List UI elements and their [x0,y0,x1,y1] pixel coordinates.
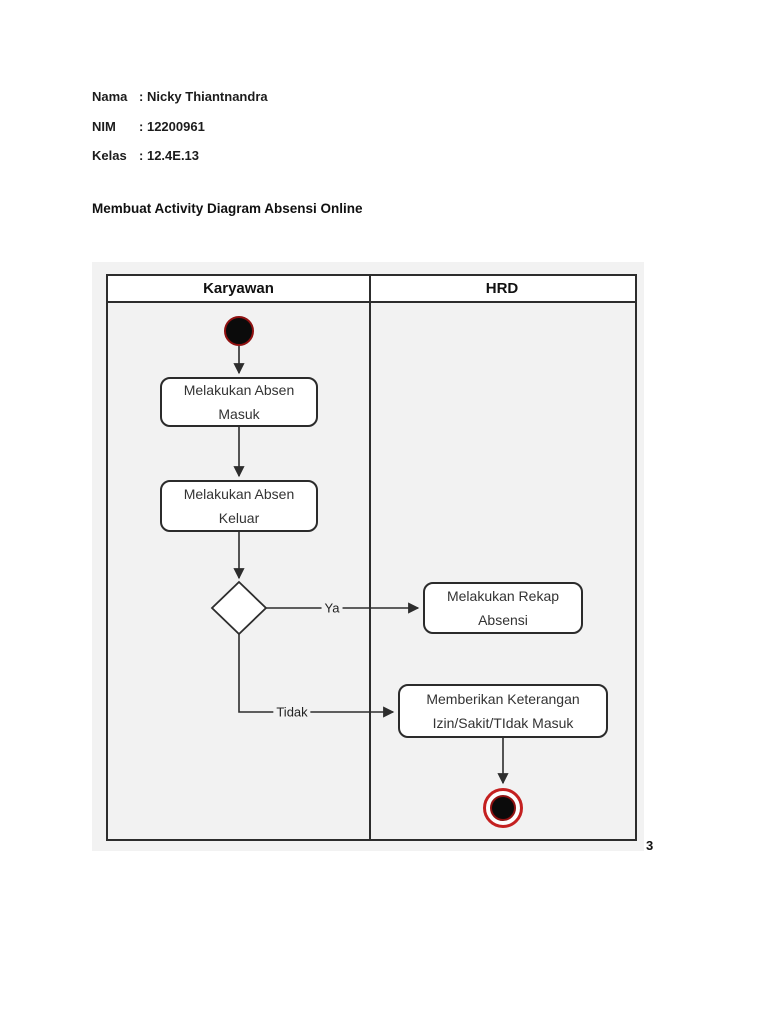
edge-label-tidak: Tidak [273,704,311,720]
field-colon: : [139,119,144,134]
activity-diagram-canvas: Karyawan HRD Melakukan Absen Masu [92,262,644,851]
field-value: 12200961 [146,119,205,134]
lane-header-row: Karyawan HRD [108,276,635,303]
student-row-kelas: Kelas: 12.4E.13 [92,148,199,163]
student-row-nama: Nama: Nicky Thiantnandra [92,89,268,104]
end-node-core [490,795,516,821]
field-colon: : [139,89,144,104]
field-label: Nama [92,89,128,104]
field-colon: : [139,148,144,163]
edge-tidak-to-keterangan [238,634,395,718]
activity-absen-keluar: Melakukan Absen Keluar [160,480,318,532]
field-label: Kelas [92,148,127,163]
document-title: Membuat Activity Diagram Absensi Online [92,201,363,216]
student-row-nim: NIM: 12200961 [92,119,205,134]
field-label: NIM [92,119,116,134]
activity-rekap-absensi: Melakukan Rekap Absensi [423,582,583,634]
edge-label-ya: Ya [321,600,343,616]
lane-header-hrd: HRD [485,280,519,297]
start-node [224,316,254,346]
page-number: 3 [646,838,654,853]
swimlane-frame [106,274,637,841]
activity-absen-masuk: Melakukan Absen Masuk [160,377,318,427]
connector-lines [210,346,509,785]
field-value: 12.4E.13 [146,148,200,163]
activity-keterangan-izin: Memberikan Keterangan Izin/Sakit/TIdak M… [398,684,608,738]
lane-divider [369,276,371,839]
end-node [483,788,523,828]
lane-header-karyawan: Karyawan [203,280,274,297]
field-value: Nicky Thiantnandra [146,89,268,104]
decision-diamond [210,580,268,636]
